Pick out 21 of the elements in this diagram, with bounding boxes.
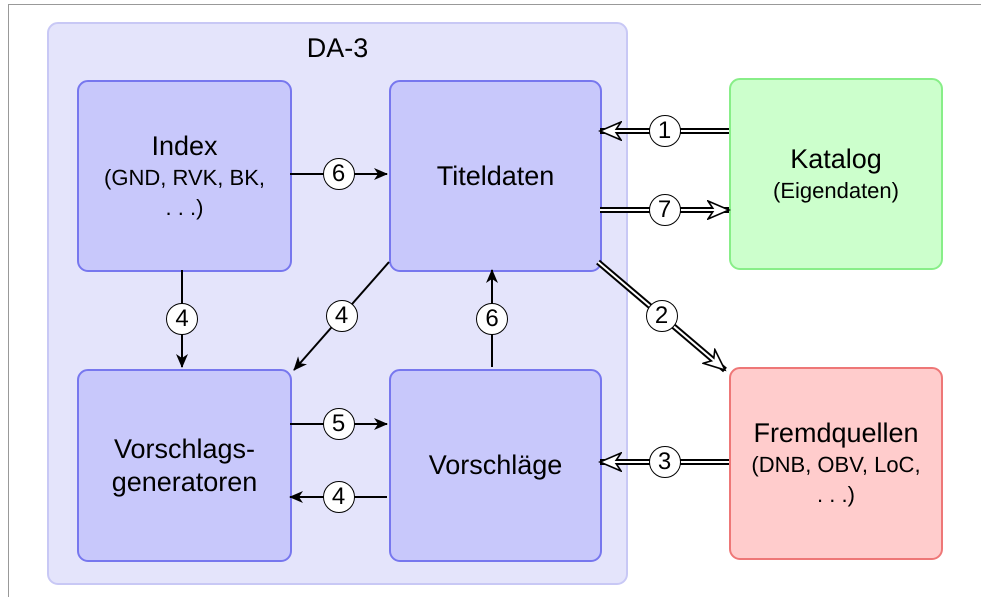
- node-title: Titeldaten: [436, 160, 554, 192]
- process-box: [389, 80, 602, 272]
- process-box: [389, 369, 602, 562]
- process-box: [77, 369, 292, 562]
- node-title: Vorschlags- generatoren: [110, 432, 258, 498]
- node-title: Index: [151, 130, 218, 162]
- node-title: Fremdquellen: [753, 417, 919, 450]
- node-title: DA-3: [306, 32, 368, 65]
- node-title: Katalog: [790, 142, 882, 176]
- node-subtitle: (GND, RVK, BK, . . .): [103, 164, 266, 222]
- edge-label: 7: [648, 194, 680, 226]
- process-box: [729, 78, 943, 270]
- group-panel: [47, 22, 628, 585]
- edge-label: 1: [648, 115, 680, 147]
- edge-label: 2: [646, 300, 678, 332]
- edge-label: 3: [648, 446, 680, 478]
- node-title: Vorschläge: [428, 449, 562, 482]
- node-subtitle: (DNB, OBV, LoC, . . .): [751, 451, 921, 509]
- process-box: [77, 80, 292, 272]
- node-subtitle: (Eigendaten): [773, 176, 899, 205]
- process-box: [729, 367, 943, 560]
